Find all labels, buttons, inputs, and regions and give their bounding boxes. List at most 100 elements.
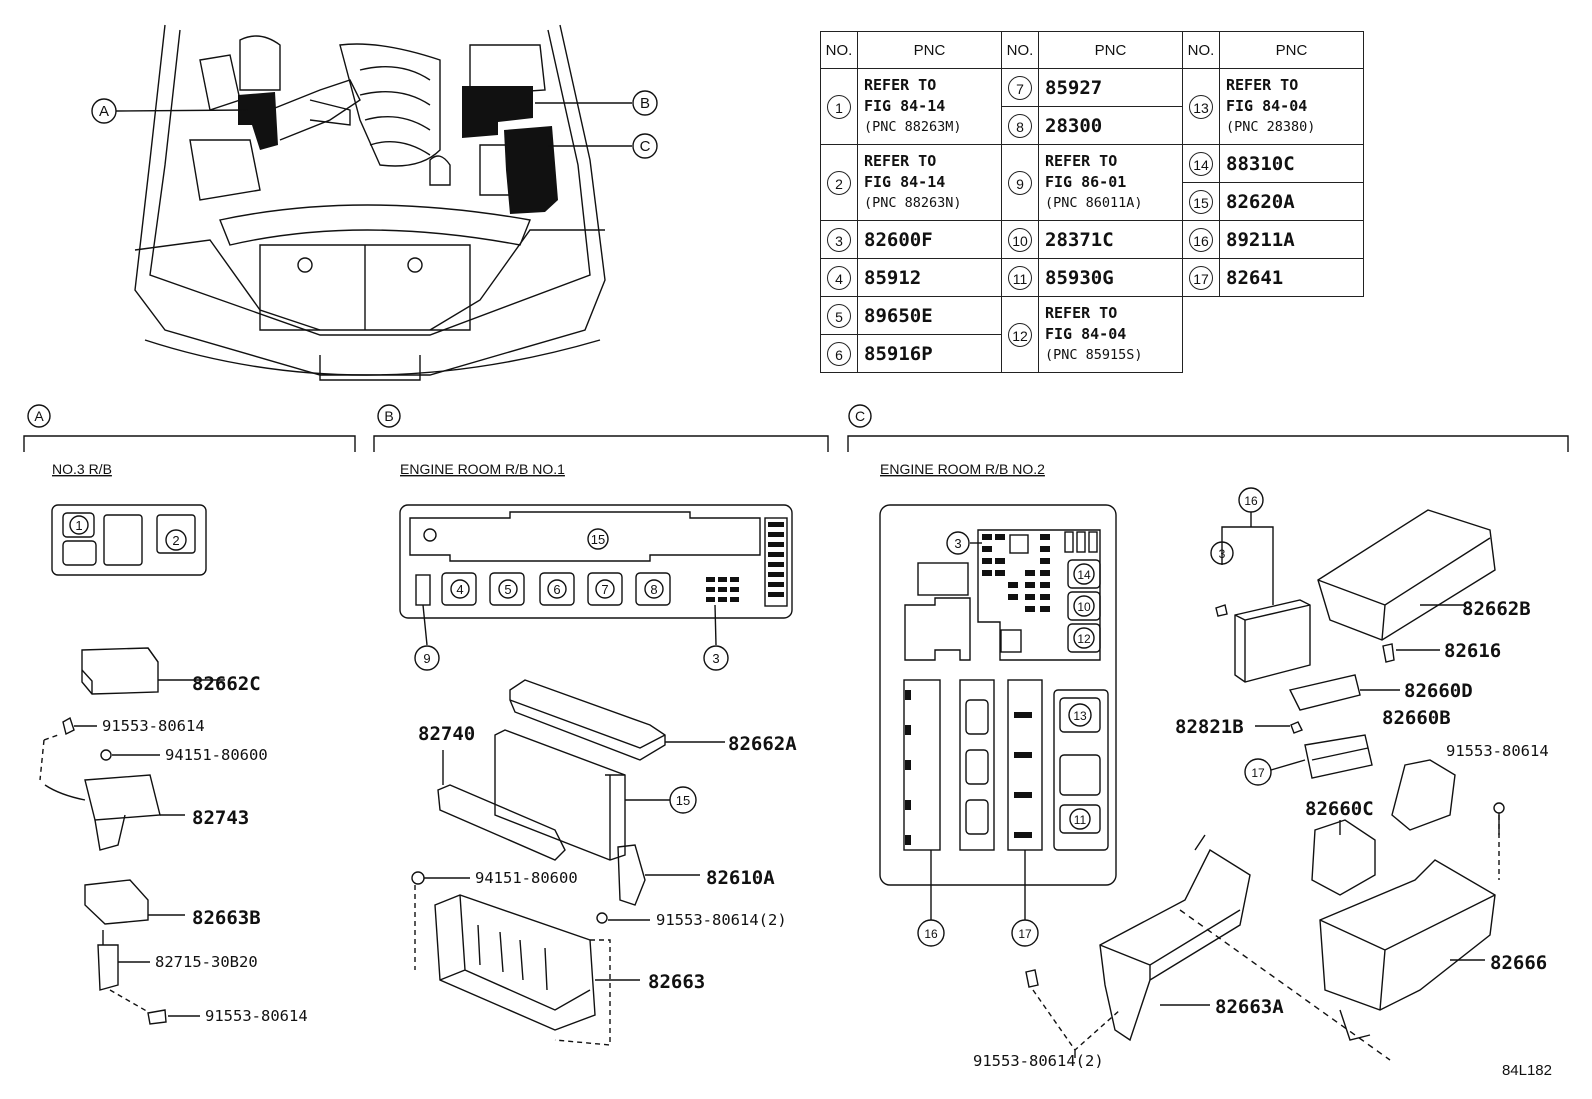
callout-c: C: [640, 138, 651, 155]
box-num: 6: [553, 582, 560, 597]
figure-id: 84L182: [1502, 1062, 1552, 1079]
item-no: 10: [1001, 220, 1039, 259]
item-no: 12: [1001, 296, 1039, 373]
part-label: 82715-30B20: [155, 953, 258, 971]
part-label: 82660C: [1305, 798, 1374, 820]
box-num: 8: [650, 582, 657, 597]
callout-a-circle: [91, 98, 117, 124]
table-row: 8 28300: [821, 106, 1364, 145]
item-no: 4: [820, 258, 858, 297]
section-a-drawing: 1 2 82662C 91553-80614 94151-80600 82743…: [39, 504, 308, 1025]
box-num: 15: [676, 793, 690, 808]
part-label: 82610A: [706, 867, 775, 889]
table-row: 15 82620A: [821, 182, 1364, 221]
section-b-drawing: 15 4 5 6 7 8 9 3 15: [399, 504, 797, 1046]
section-c-letter: C: [855, 408, 865, 424]
part-label: 82663B: [192, 907, 261, 929]
item-pnc: 85930G: [1038, 258, 1183, 297]
callout-a: A: [99, 103, 109, 120]
header-pnc: PNC: [857, 31, 1002, 69]
item-pnc: 85916P: [857, 334, 1002, 373]
box-num: 10: [1077, 600, 1091, 614]
item-pnc: 89211A: [1219, 220, 1364, 259]
box-num: 11: [1074, 813, 1087, 827]
section-b-title: ENGINE ROOM R/B NO.1: [400, 461, 565, 477]
box-num: 16: [924, 927, 938, 941]
table-row: 4 85912 11 85930G 17 82641: [820, 258, 1364, 297]
table-header-row: NO. PNC NO. PNC NO. PNC: [820, 31, 1364, 69]
item-no: 8: [1001, 106, 1039, 145]
box-num: 16: [1244, 494, 1258, 508]
part-label: 94151-80600: [475, 869, 578, 887]
box-num: 3: [954, 536, 961, 551]
table-row: 3 82600F 10 28371C 16 89211A: [820, 220, 1364, 259]
item-no: 1: [820, 68, 858, 145]
part-label: 82666: [1490, 952, 1547, 974]
item-pnc: 28300: [1038, 106, 1183, 145]
item-no: 2: [820, 144, 858, 221]
part-label: 82740: [418, 723, 475, 745]
box-num: 12: [1077, 632, 1091, 646]
part-label: 82663A: [1215, 996, 1284, 1018]
part-label: 91553-80614(2): [973, 1052, 1104, 1070]
item-no: 3: [820, 220, 858, 259]
item-pnc: 88310C: [1219, 144, 1364, 183]
item-no: 15: [1182, 182, 1220, 221]
engine-bay-overview: A B C: [91, 24, 658, 381]
box-num: 3: [1219, 547, 1226, 561]
item-no: 17: [1182, 258, 1220, 297]
part-label: 91553-80614(2): [656, 911, 787, 929]
part-label: 82662C: [192, 673, 261, 695]
callout-b: B: [640, 95, 650, 112]
section-c-drawing: 14 10 12 3 13 11 16 17 16 3: [879, 487, 1549, 1070]
part-label: 94151-80600: [165, 746, 268, 764]
item-pnc: 89650E: [857, 296, 1002, 335]
item-no: 11: [1001, 258, 1039, 297]
box-num: 9: [423, 651, 430, 666]
box-num: 17: [1018, 927, 1032, 941]
part-label: 82743: [192, 807, 249, 829]
box-num: 1: [75, 518, 82, 533]
part-label: 82662A: [728, 733, 797, 755]
box-num: 4: [456, 582, 463, 597]
item-pnc: 85927: [1038, 68, 1183, 107]
box-num: 17: [1251, 766, 1265, 780]
part-label: 82821B: [1175, 716, 1244, 738]
section-a-letter: A: [34, 408, 44, 424]
item-no: 9: [1001, 144, 1039, 221]
item-pnc: 85912: [857, 258, 1002, 297]
item-pnc: 82600F: [857, 220, 1002, 259]
header-no: NO.: [820, 31, 858, 69]
part-label: 91553-80614: [1446, 742, 1549, 760]
box-num: 14: [1077, 568, 1091, 582]
box-num: 3: [712, 651, 719, 666]
callout-b-circle: [632, 90, 658, 116]
box-num: 13: [1073, 709, 1087, 723]
callout-c-circle: [632, 133, 658, 159]
part-label: 91553-80614: [102, 717, 205, 735]
part-label: 82663: [648, 971, 705, 993]
section-c-title: ENGINE ROOM R/B NO.2: [880, 461, 1045, 477]
part-label: 82616: [1444, 640, 1501, 662]
part-label: 91553-80614: [205, 1007, 308, 1025]
item-pnc: 82620A: [1219, 182, 1364, 221]
section-b-letter: B: [384, 408, 393, 424]
part-label: 82662B: [1462, 598, 1531, 620]
box-num: 7: [601, 582, 608, 597]
box-num: 15: [591, 532, 605, 547]
part-label: 82660B: [1382, 707, 1451, 729]
box-num: 2: [172, 533, 179, 548]
header-pnc: PNC: [1038, 31, 1183, 69]
table-row: 6 85916P: [820, 334, 1364, 373]
header-pnc: PNC: [1219, 31, 1364, 69]
